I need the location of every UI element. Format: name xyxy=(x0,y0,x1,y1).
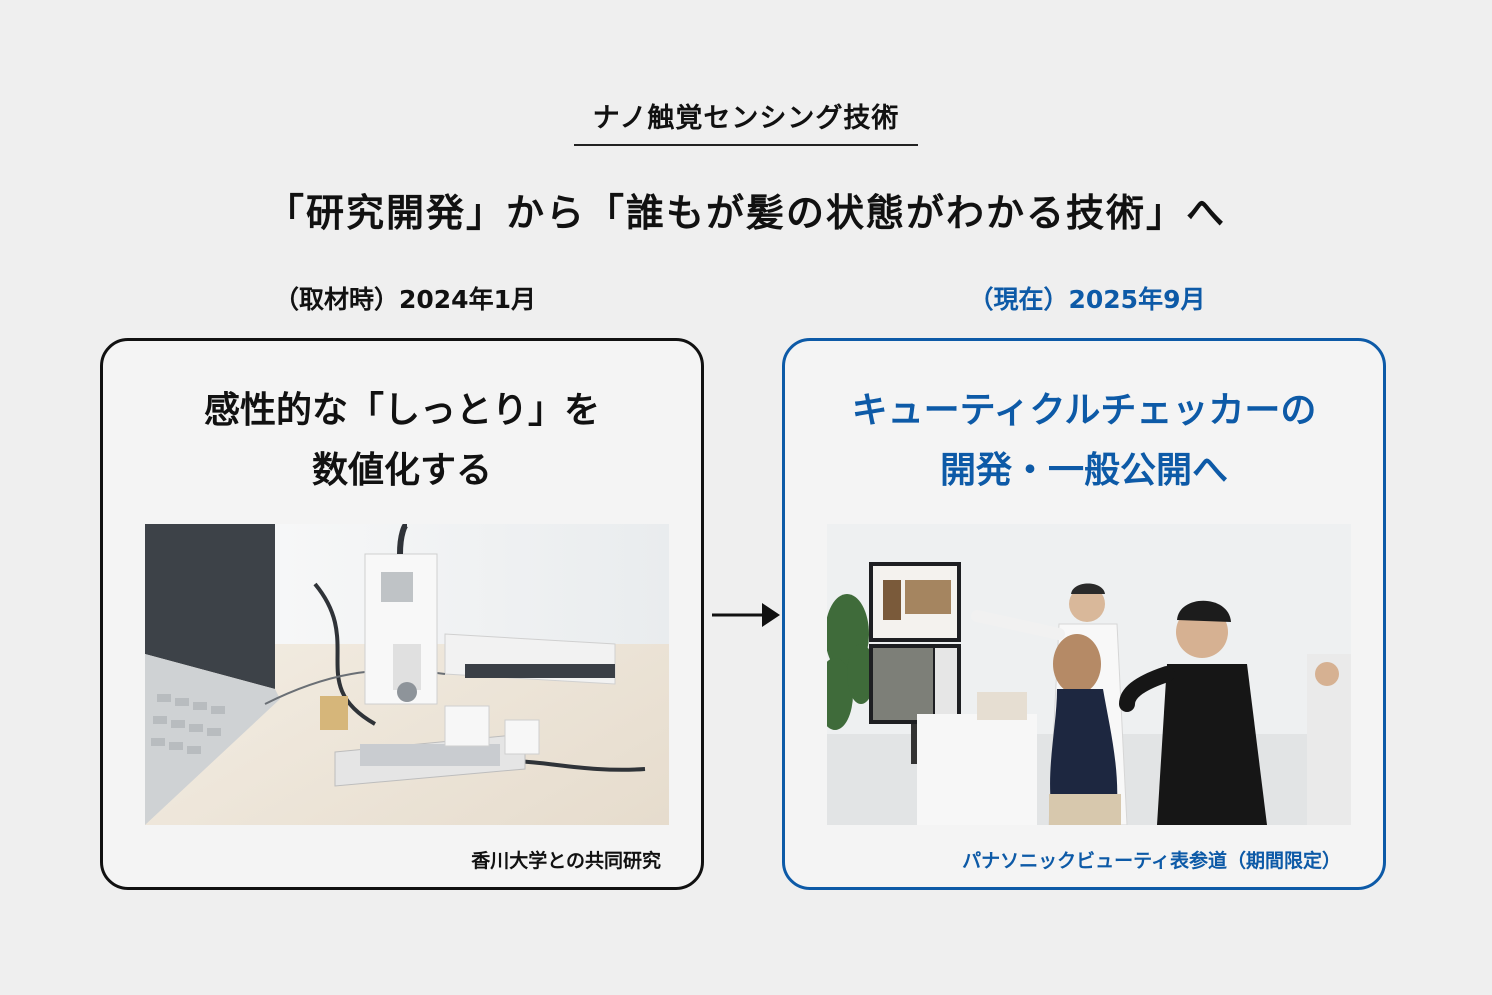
card-cuticle-title: キューティクルチェッカーの 開発・一般公開へ xyxy=(785,381,1383,501)
card-research: 感性的な「しっとり」を 数値化する xyxy=(100,338,704,890)
arrow-right-icon xyxy=(712,603,780,627)
card-cuticle-title-line2: 開発・一般公開へ xyxy=(939,450,1228,491)
page-headline: 「研究開発」から「誰もが髪の状態がわかる技術」へ xyxy=(265,191,1226,235)
card-research-caption: 香川大学との共同研究 xyxy=(471,850,661,872)
card-cuticle-checker: キューティクルチェッカーの 開発・一般公開へ xyxy=(782,338,1386,890)
card-cuticle-title-line1: キューティクルチェッカーの xyxy=(851,390,1317,431)
date-label-past: （取材時）2024年1月 xyxy=(274,285,536,314)
research-device-photo xyxy=(145,524,669,825)
section-kicker: ナノ触覚センシング技術 xyxy=(592,103,900,134)
kicker-underline xyxy=(574,144,918,146)
card-research-title-line2: 数値化する xyxy=(311,450,492,491)
showroom-demo-illustration xyxy=(827,524,1351,825)
research-device-illustration xyxy=(145,524,669,825)
showroom-demo-photo xyxy=(827,524,1351,825)
card-research-title: 感性的な「しっとり」を 数値化する xyxy=(103,381,701,501)
card-research-title-line1: 感性的な「しっとり」を xyxy=(203,390,600,431)
card-cuticle-caption: パナソニックビューティ表参道（期間限定） xyxy=(962,850,1341,872)
date-label-current: （現在）2025年9月 xyxy=(968,285,1206,314)
